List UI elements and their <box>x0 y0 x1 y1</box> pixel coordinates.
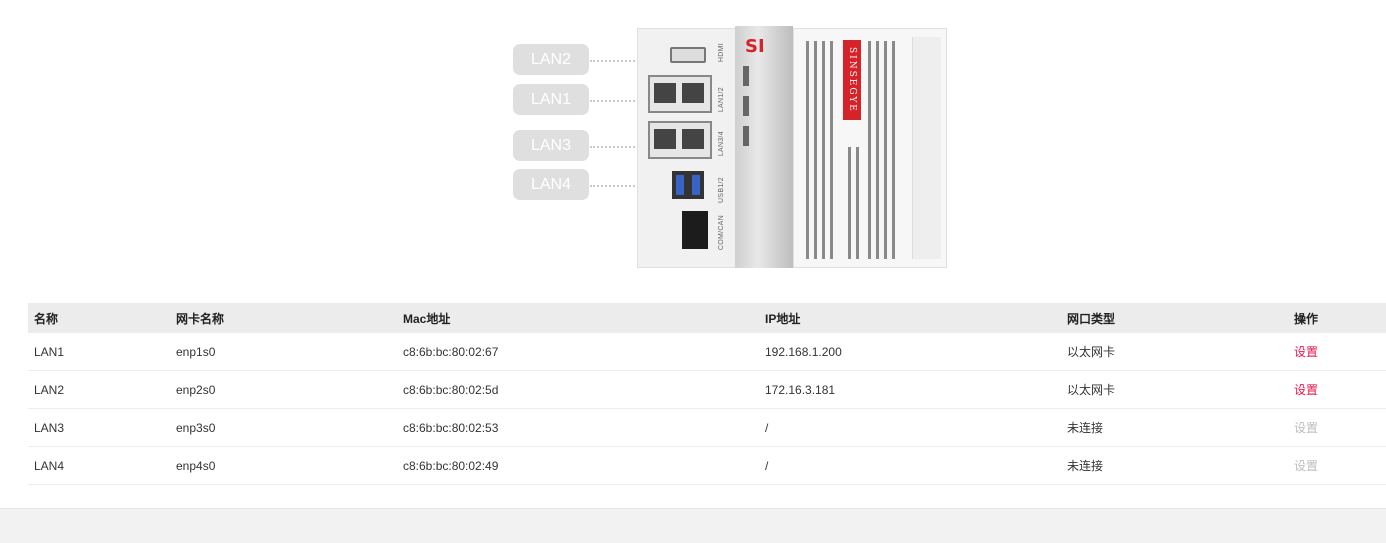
silver-face: SI <box>735 26 793 268</box>
cell-nic: enp3s0 <box>170 408 397 447</box>
device-body <box>793 28 947 268</box>
settings-link-disabled: 设置 <box>1294 459 1319 473</box>
col-nic-header: 网卡名称 <box>170 303 397 333</box>
col-name-header: 名称 <box>28 303 170 333</box>
usb-port <box>672 171 704 199</box>
cell-nic: enp1s0 <box>170 333 397 371</box>
table-header-row: 名称 网卡名称 Mac地址 IP地址 网口类型 操作 <box>28 303 1386 333</box>
lan2-port-label[interactable]: LAN2 <box>513 44 589 75</box>
cell-type: 以太网卡 <box>1061 333 1288 371</box>
lan1-connector-line <box>590 100 642 102</box>
com-can-port <box>682 211 708 249</box>
cell-name: LAN3 <box>28 408 170 447</box>
brand-label: SINSEGYE <box>843 40 861 120</box>
brand-logo: SI <box>745 36 765 57</box>
terminal-block <box>912 37 941 259</box>
cell-type: 未连接 <box>1061 446 1288 485</box>
cell-ip: / <box>759 446 1061 485</box>
cell-mac: c8:6b:bc:80:02:67 <box>397 333 759 371</box>
settings-link-disabled: 设置 <box>1294 421 1319 435</box>
table-row: LAN2 enp2s0 c8:6b:bc:80:02:5d 172.16.3.1… <box>28 370 1386 409</box>
cell-name: LAN4 <box>28 446 170 485</box>
io-panel: HDMI LAN1/2 LAN3/4 USB1/2 COM/CAN <box>637 28 737 268</box>
settings-link[interactable]: 设置 <box>1294 383 1319 397</box>
lan1-port-label[interactable]: LAN1 <box>513 84 589 115</box>
col-mac-header: Mac地址 <box>397 303 759 333</box>
cell-type: 以太网卡 <box>1061 370 1288 409</box>
usb-tag: USB1/2 <box>718 177 725 203</box>
footer-bar <box>0 508 1386 543</box>
lan34-port <box>648 121 712 159</box>
cell-mac: c8:6b:bc:80:02:53 <box>397 408 759 447</box>
lan3-port-label[interactable]: LAN3 <box>513 130 589 161</box>
table-row: LAN1 enp1s0 c8:6b:bc:80:02:67 192.168.1.… <box>28 333 1386 371</box>
cell-nic: enp2s0 <box>170 370 397 409</box>
col-ip-header: IP地址 <box>759 303 1061 333</box>
table-row: LAN3 enp3s0 c8:6b:bc:80:02:53 / 未连接 设置 <box>28 408 1386 447</box>
cell-ip: 192.168.1.200 <box>759 333 1061 371</box>
cell-mac: c8:6b:bc:80:02:5d <box>397 370 759 409</box>
lan2-connector-line <box>590 60 670 62</box>
cell-type: 未连接 <box>1061 408 1288 447</box>
hdmi-port <box>670 47 706 63</box>
device-diagram: LAN2 LAN1 LAN3 LAN4 HDMI LAN1/2 LAN3/4 U… <box>510 26 950 270</box>
cell-ip: 172.16.3.181 <box>759 370 1061 409</box>
col-action-header: 操作 <box>1288 303 1386 333</box>
cell-ip: / <box>759 408 1061 447</box>
lan12-tag: LAN1/2 <box>718 87 725 113</box>
cell-name: LAN2 <box>28 370 170 409</box>
table-row: LAN4 enp4s0 c8:6b:bc:80:02:49 / 未连接 设置 <box>28 446 1386 485</box>
lan34-tag: LAN3/4 <box>718 131 725 157</box>
hdmi-tag: HDMI <box>718 43 725 63</box>
lan3-connector-line <box>590 146 642 148</box>
network-table: 名称 网卡名称 Mac地址 IP地址 网口类型 操作 LAN1 enp1s0 c… <box>28 303 1386 485</box>
cell-name: LAN1 <box>28 333 170 371</box>
settings-link[interactable]: 设置 <box>1294 345 1319 359</box>
lan4-port-label[interactable]: LAN4 <box>513 169 589 200</box>
col-type-header: 网口类型 <box>1061 303 1288 333</box>
lan4-connector-line <box>590 185 670 187</box>
cell-mac: c8:6b:bc:80:02:49 <box>397 446 759 485</box>
lan12-port <box>648 75 712 113</box>
com-can-tag: COM/CAN <box>718 215 725 251</box>
cell-nic: enp4s0 <box>170 446 397 485</box>
